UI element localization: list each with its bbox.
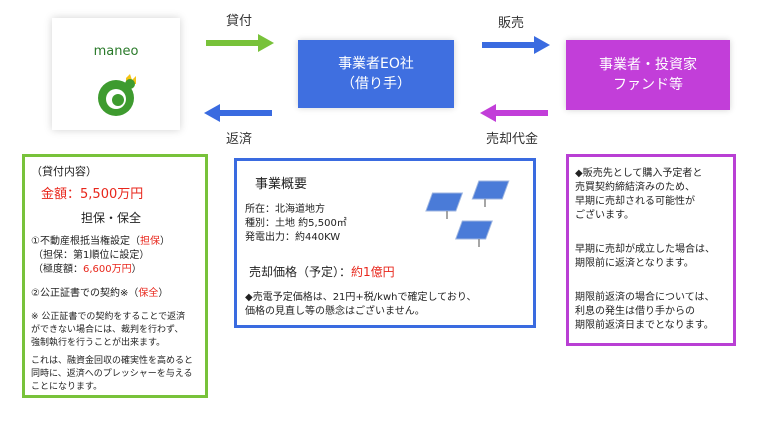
business-title: 事業概要	[255, 177, 308, 192]
limit-value: 6,600万円	[83, 264, 132, 275]
sale-contract-note: ◆販売先として購入予定者と 売買契約締結済みのため、 早期に売却される可能性が …	[575, 167, 702, 223]
sale-price-value: 約1億円	[351, 265, 395, 279]
security-item-1: ①不動産根抵当権設定（担保）	[31, 235, 170, 249]
node-operator-name: 事業者EO社	[338, 56, 414, 72]
security-item-1-tag: 担保	[139, 236, 160, 247]
business-overview-box: 事業概要 所在：北海道地方 種別：土地 約5,500㎡ 発電出力：約440KW …	[234, 158, 536, 328]
collection-note-line: ことになります。	[31, 382, 103, 392]
limit-suffix: ）	[131, 264, 142, 275]
sale-contract-note-line: 売買契約締結済みのため、	[575, 182, 695, 193]
notarization-note-line: 強制執行を行うことが出来ます。	[31, 338, 166, 348]
sale-price: 売却価格（予定）：約1億円	[249, 263, 395, 280]
feed-in-tariff-note-line: ◆売電予定価格は、21円+税/kwhで確定しており、	[245, 292, 477, 303]
node-investor-name: 事業者・投資家	[599, 57, 697, 73]
early-repayment-note: 期限前返済の場合については、 利息の発生は借り手からの 期限前返済日までとなりま…	[575, 291, 715, 333]
node-investor-role: ファンド等	[613, 77, 683, 93]
business-location: 所在：北海道地方	[245, 204, 325, 215]
feed-in-tariff-note-line: 価格の見直し等の懸念はございません。	[245, 306, 425, 317]
node-operator-role: （借り手）	[341, 76, 411, 92]
early-repayment-note-line: 期限前返済の場合については、	[575, 292, 715, 303]
security-item-1-suffix: ）	[159, 236, 170, 247]
solar-panels-icon	[425, 180, 510, 247]
security-item-2-text: ②公正証書での契約※（	[31, 288, 139, 299]
collection-note-line: 同時に、返済へのプレッシャーを与える	[31, 369, 193, 379]
arrow-repay-icon	[204, 104, 272, 122]
node-investor: 事業者・投資家 ファンド等	[566, 40, 730, 110]
security-item-2-suffix: ）	[158, 288, 169, 299]
business-category: 種別：土地 約5,500㎡	[245, 218, 347, 229]
feed-in-tariff-note: ◆売電予定価格は、21円+税/kwhで確定しており、 価格の見直し等の懸念はござ…	[245, 291, 476, 319]
security-item-1-rank: （担保：第1順位に設定）	[33, 250, 150, 261]
maneo-logo-box: maneo	[52, 18, 180, 130]
sale-contract-note-line: ◆販売先として購入予定者と	[575, 168, 703, 179]
loan-amount-label: 金額：	[41, 187, 81, 202]
early-sale-note: 早期に売却が成立した場合は、 期限前に返済となります。	[575, 243, 715, 271]
notarization-note-line: ができない場合には、裁判を行わず、	[31, 325, 184, 335]
sale-contract-note-line: ございます。	[575, 210, 634, 221]
flow-label-sale: 販売	[498, 16, 525, 31]
limit-prefix: （極度額：	[33, 264, 83, 275]
early-sale-note-line: 早期に売却が成立した場合は、	[575, 244, 715, 255]
maneo-logo-text: maneo	[93, 44, 139, 59]
maneo-frog-logo-icon	[98, 74, 136, 116]
security-item-1-limit: （極度額：6,600万円）	[33, 263, 142, 277]
flow-label-proceeds: 売却代金	[486, 132, 539, 147]
security-item-1-text: ①不動産根抵当権設定（	[31, 236, 140, 247]
arrow-loan-icon	[206, 34, 274, 52]
loan-details-box: （貸付内容） 金額：5,500万円 担保・保全 ①不動産根抵当権設定（担保） （…	[22, 154, 208, 398]
sale-price-label: 売却価格（予定）：	[249, 265, 352, 279]
loan-amount-value: 5,500万円	[80, 187, 144, 202]
early-repayment-note-line: 利息の発生は借り手からの	[575, 306, 695, 317]
security-heading: 担保・保全	[81, 211, 142, 225]
early-sale-note-line: 期限前に返済となります。	[575, 258, 694, 269]
sale-conditions-box: ◆販売先として購入予定者と 売買契約締結済みのため、 早期に売却される可能性が …	[566, 154, 736, 346]
security-item-2: ②公正証書での契約※（保全）	[31, 287, 168, 301]
collection-note: これは、融資金回収の確実性を高めると 同時に、返済へのプレッシャーを与える こと…	[31, 355, 193, 394]
business-output: 発電出力：約440KW	[245, 232, 341, 243]
node-operator: 事業者EO社 （借り手）	[298, 40, 454, 108]
arrow-sale-icon	[482, 36, 550, 54]
notarization-note-line: ※ 公正証書での契約をすることで返済	[31, 312, 186, 322]
flow-label-repay: 返済	[226, 132, 253, 147]
security-item-2-tag: 保全	[138, 288, 159, 299]
early-repayment-note-line: 期限前返済日までとなります。	[575, 320, 714, 331]
sale-contract-note-line: 早期に売却される可能性が	[575, 196, 695, 207]
collection-note-line: これは、融資金回収の確実性を高めると	[31, 356, 194, 366]
notarization-note: ※ 公正証書での契約をすることで返済 ができない場合には、裁判を行わず、 強制執…	[31, 311, 185, 350]
arrow-proceeds-icon	[480, 104, 548, 122]
loan-heading: （貸付内容）	[31, 165, 97, 178]
flow-label-loan: 貸付	[226, 14, 253, 29]
loan-amount: 金額：5,500万円	[41, 183, 143, 202]
